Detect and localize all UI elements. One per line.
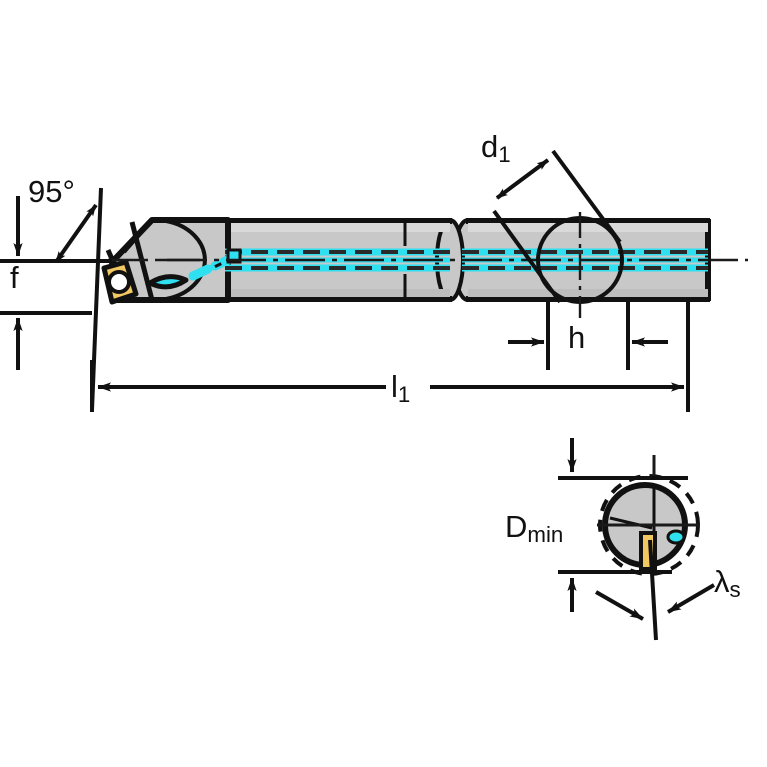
coolant-jet [147,248,242,290]
d1-dimension [492,149,624,318]
dimension-l1-overall-length: l1 [391,371,410,406]
d1-base: d [481,129,499,164]
d1-arrow [495,158,550,200]
coolant-jet-outlet [147,274,189,290]
dimension-f: f [10,260,19,295]
dimension-d1-shank-diameter: d1 [481,131,511,166]
dmin-subscript: min [527,521,564,547]
dimension-dmin-minimum-bore: Dmin [505,511,563,546]
l1-subscript: 1 [397,381,411,407]
end-view [597,455,700,576]
insert-screw-hole [107,270,131,294]
l1-base: l [391,369,398,404]
lambda-s-arrow-left [595,590,644,621]
coolant-outlet-end-view [666,529,686,545]
dimension-h-center-height: h [568,320,586,355]
lead-angle-arrow [54,203,98,264]
lambda-s-dimension [595,539,716,641]
lambda-s-base: λ [714,564,730,599]
h-dimension [508,300,668,370]
d1-leader-left [492,209,562,304]
lead-angle-95-degrees: 95° [28,174,75,209]
cutting-insert [101,259,139,305]
l1-dimension [90,302,690,412]
lambda-s-reference-line [648,539,658,641]
dimension-lambda-s-inclination-angle: λs [714,566,741,601]
dmin-base: D [505,509,528,544]
d1-subscript: 1 [498,141,511,167]
lambda-s-arrow-right [666,583,716,614]
lambda-s-subscript: s [729,576,741,602]
d1-leader-right [551,149,622,244]
f-dimension [0,196,92,370]
